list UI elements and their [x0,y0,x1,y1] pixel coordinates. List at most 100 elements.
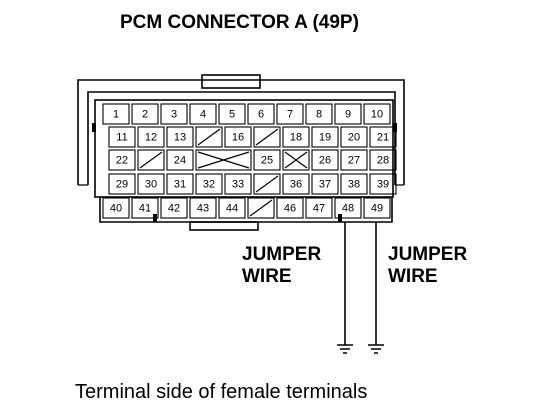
terminal-number: 26 [319,155,331,167]
ground-symbol-left [337,344,353,354]
terminal-cavity [218,103,246,125]
terminal-37: 37 [311,173,339,195]
terminal-number: 3 [171,109,177,121]
svg-text:JUMPER: JUMPER [388,244,467,265]
terminal-empty [247,197,275,219]
terminal-number: 44 [226,203,238,215]
terminal-41: 41 [131,197,159,219]
terminal-number: 22 [116,155,128,167]
terminal-cavity [108,126,136,148]
terminal-number: 41 [139,203,151,215]
terminal-number: 8 [316,109,322,121]
terminal-cavity [189,103,217,125]
terminal-cavity [253,149,281,171]
terminal-26: 26 [311,149,339,171]
unused-slash [139,151,163,169]
terminal-25: 25 [253,149,281,171]
terminal-number: 2 [142,109,148,121]
svg-text:WIRE: WIRE [388,266,438,287]
svg-text:JUMPER: JUMPER [242,244,321,265]
terminal-number: 32 [203,179,215,191]
connector-latch [201,74,261,89]
terminal-cavity [166,173,194,195]
terminal-cavity [311,126,339,148]
terminal-48: 48 [334,197,362,219]
terminal-cavity [247,103,275,125]
terminal-number: 46 [284,203,296,215]
terminal-28: 28 [369,149,397,171]
page-title: PCM CONNECTOR A (49P) [120,12,359,33]
terminal-number: 42 [168,203,180,215]
terminal-cavity [137,173,165,195]
terminal-49: 49 [363,197,391,219]
terminal-number: 10 [371,109,383,121]
terminal-24: 24 [166,149,194,171]
terminal-number: 24 [174,155,186,167]
terminal-number: 11 [116,132,127,144]
terminal-16: 16 [224,126,252,148]
terminal-cavity [282,126,310,148]
terminal-30: 30 [137,173,165,195]
terminal-31: 31 [166,173,194,195]
terminal-cavity [369,126,397,148]
bottom-tab [189,221,259,231]
terminal-cavity [131,197,159,219]
terminal-number: 5 [229,109,235,121]
terminal-cavity [195,149,252,171]
terminal-cavity [253,126,281,148]
terminal-cavity [131,103,159,125]
terminal-cavity [340,149,368,171]
terminal-36: 36 [282,173,310,195]
terminal-cavity [102,197,130,219]
terminal-cavity [282,149,310,171]
terminal-number: 33 [232,179,244,191]
terminal-empty [195,126,223,148]
caption: Terminal side of female terminals [75,381,367,403]
terminal-number: 25 [261,155,273,167]
unused-slash [255,128,279,146]
terminal-cavity [363,103,391,125]
terminal-body [94,99,394,198]
terminal-number: 7 [287,109,293,121]
terminal-empty [137,149,165,171]
terminal-cavity [311,149,339,171]
terminal-number: 43 [197,203,209,215]
unused-slash [255,175,279,193]
terminal-47: 47 [305,197,333,219]
terminal-empty [195,149,252,171]
terminal-29: 29 [108,173,136,195]
connector-housing [77,74,405,231]
terminal-40: 40 [102,197,130,219]
terminal-22: 22 [108,149,136,171]
terminal-43: 43 [189,197,217,219]
terminal-4: 4 [189,103,217,125]
terminal-18: 18 [282,126,310,148]
terminal-number: 6 [258,109,264,121]
terminal-cavity [334,103,362,125]
terminal-number: 37 [319,179,331,191]
terminal-42: 42 [160,197,188,219]
terminal-cavity [218,197,246,219]
terminal-7: 7 [276,103,304,125]
jumper-wires [337,222,384,354]
terminal-cavity [137,149,165,171]
terminal-39: 39 [369,173,397,195]
terminal-32: 32 [195,173,223,195]
terminal-cavity [311,173,339,195]
terminal-number: 27 [348,155,360,167]
terminal-8: 8 [305,103,333,125]
terminal-number: 48 [342,203,354,215]
terminal-cavity [195,126,223,148]
terminal-6: 6 [247,103,275,125]
terminal-cavity [166,126,194,148]
unused-cross [284,151,308,169]
terminal-19: 19 [311,126,339,148]
terminal-empty [253,126,281,148]
terminal-number: 36 [290,179,302,191]
terminal-number: 31 [174,179,186,191]
terminal-13: 13 [166,126,194,148]
terminal-cavity [160,197,188,219]
ground-symbol-right [368,344,384,354]
terminal-cavity [195,173,223,195]
